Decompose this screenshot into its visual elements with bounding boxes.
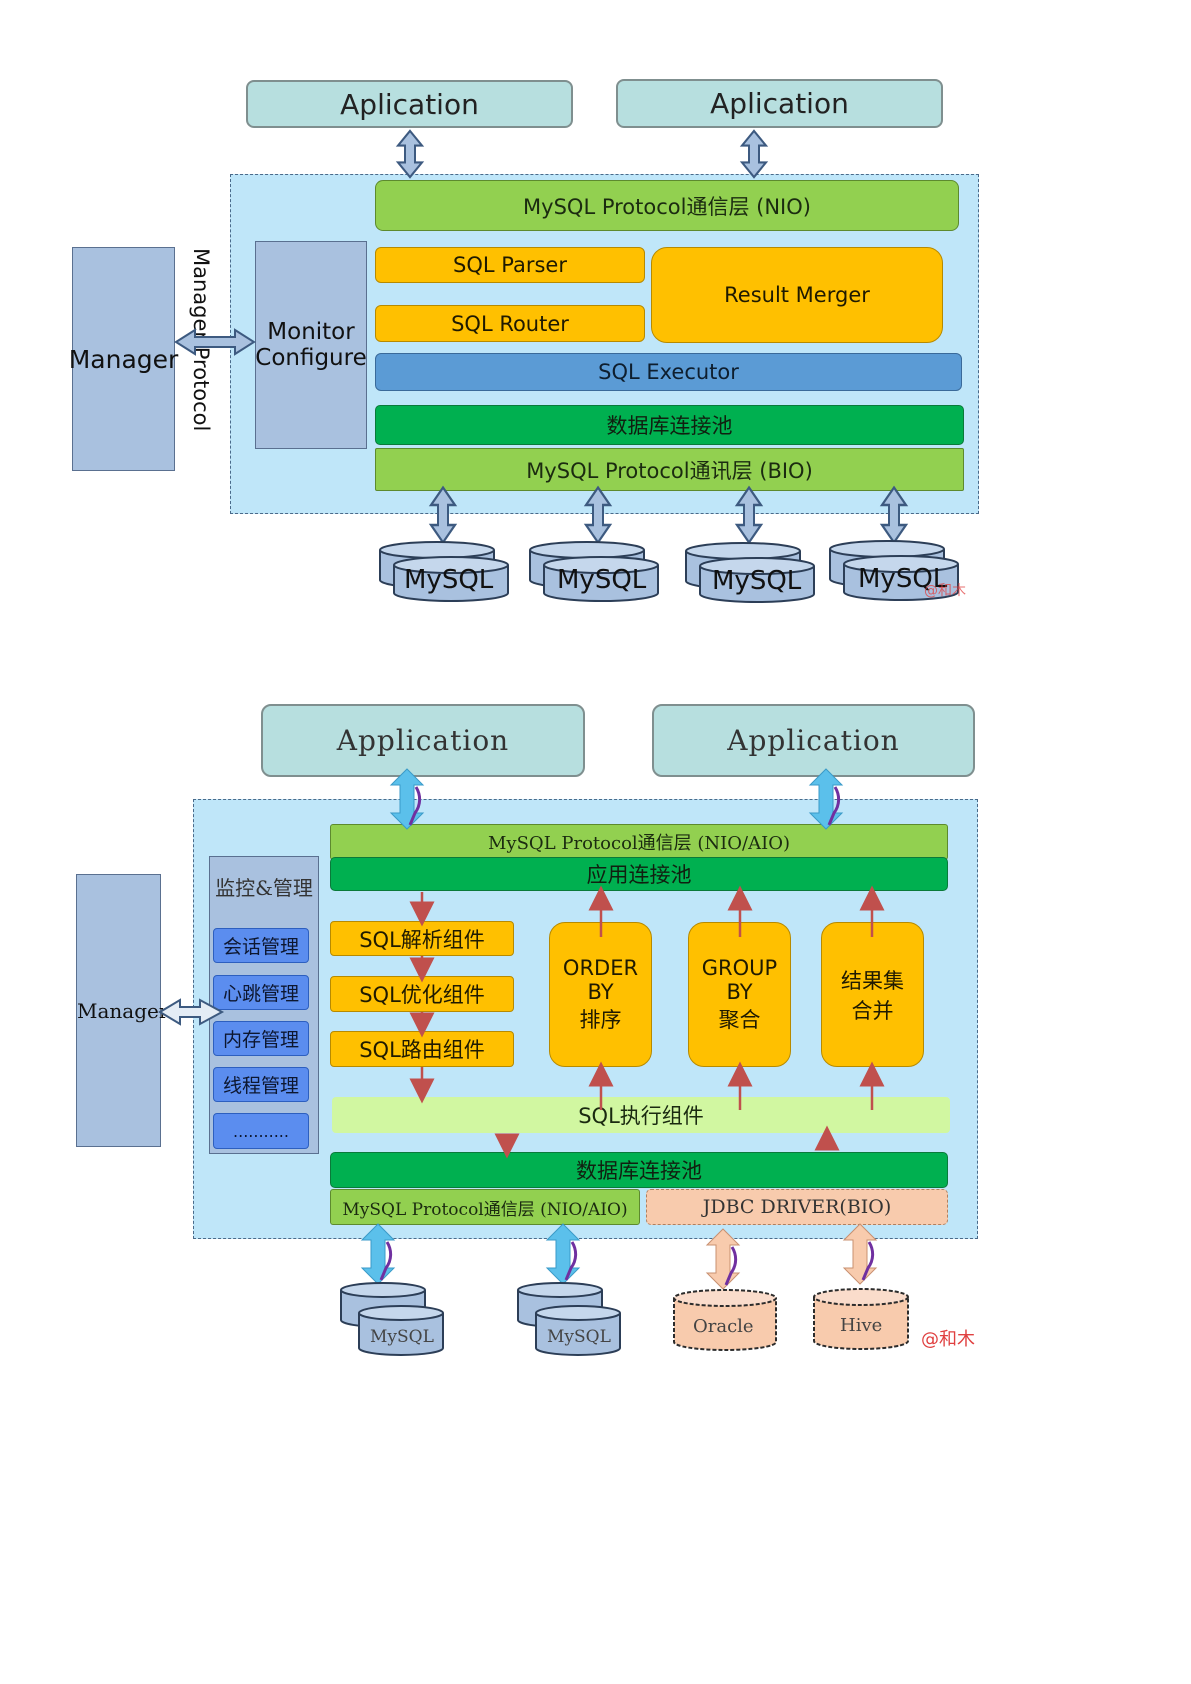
diagram1-db-pool: 数据库连接池 (375, 405, 964, 445)
diagram2-monitor-item-thread: 线程管理 (213, 1067, 309, 1102)
diagram2-sql-parse: SQL解析组件 (330, 921, 514, 956)
diagram1-sql-executor: SQL Executor (375, 353, 962, 391)
diagram2-sql-optimize: SQL优化组件 (330, 976, 514, 1012)
diagram2-mysql-db-1 (340, 1282, 444, 1356)
diagram2-db-label-hive: Hive (840, 1315, 883, 1336)
diagram1-bio-layer: MySQL Protocol通讯层 (BIO) (375, 448, 964, 491)
diagram2-sql-route-label: SQL路由组件 (359, 1038, 485, 1062)
diagram1-mysql-label-1: MySQL (404, 565, 494, 595)
diagram1-mysql-label-4: MySQL (858, 564, 948, 594)
diagram2-monitor-item-session: 会话管理 (213, 928, 309, 963)
diagram1-application-left: Aplication (246, 80, 573, 128)
diagram1-monitor-configure: Monitor Configure (255, 241, 367, 449)
diagram1-watermark: @和木 (924, 583, 966, 599)
diagram2-application-left-label: Application (336, 724, 510, 757)
diagram2-db-arrow-mysql-2 (545, 1222, 581, 1286)
diagram2-db-label-mysql-1: MySQL (370, 1327, 434, 1347)
diagram2-sql-exec-label: SQL执行组件 (578, 1104, 704, 1128)
diagram2-db-pool-label: 数据库连接池 (576, 1159, 702, 1183)
diagram1-application-right: Aplication (616, 79, 943, 128)
diagram2-manager-arrow (158, 998, 225, 1026)
diagram2-sql-optimize-label: SQL优化组件 (359, 983, 485, 1007)
diagram1-nio-layer: MySQL Protocol通信层 (NIO) (375, 180, 959, 231)
diagram2-group-by: GROUP BY 聚合 (688, 922, 791, 1067)
diagram2-mysql-db-2 (517, 1282, 621, 1356)
diagram2-jdbc-driver: JDBC DRIVER(BIO) (646, 1189, 948, 1225)
diagram2-sql-parse-label: SQL解析组件 (359, 927, 485, 952)
diagram2-application-right: Application (652, 704, 975, 777)
diagram1-sql-executor-label: SQL Executor (598, 360, 739, 384)
diagram1-bio-layer-label: MySQL Protocol通讯层 (BIO) (526, 458, 813, 483)
diagram2-db-arrow-oracle (705, 1227, 741, 1291)
diagram1-nio-layer-label: MySQL Protocol通信层 (NIO) (523, 194, 811, 219)
diagram1-mysql-db-2 (529, 541, 659, 602)
diagram1-manager-arrow (174, 328, 256, 356)
diagram1-manager-label: Manager (68, 344, 179, 374)
diagram1-db-pool-label: 数据库连接池 (606, 414, 733, 438)
diagram1-result-merger: Result Merger (651, 247, 943, 343)
diagram2-app-pool: 应用连接池 (330, 857, 948, 891)
diagram2-jdbc-driver-label: JDBC DRIVER(BIO) (702, 1196, 892, 1218)
diagram2-monitor-item-more: ........... (213, 1113, 309, 1149)
diagram2-monitor-title: 监控&管理 (215, 875, 313, 900)
diagram2-order-by-line2: 排序 (579, 1007, 622, 1032)
diagram2-application-left: Application (261, 704, 585, 777)
diagram1-mysql-label-3: MySQL (712, 566, 802, 596)
diagram2-bottom-nio-label: MySQL Protocol通信层 (NIO/AIO) (342, 1199, 628, 1220)
diagram2-watermark: @和木 (921, 1329, 975, 1350)
diagram2-application-right-label: Application (727, 724, 900, 757)
diagram1-manager: Manager (69, 247, 178, 471)
diagram1-monitor-line2: Configure (255, 345, 367, 371)
diagram2-order-by-line1: ORDER BY (562, 955, 639, 1004)
diagram2-app-arrow-right (808, 767, 844, 831)
diagram2-hive-db (813, 1288, 909, 1350)
diagram1-monitor-line1: Monitor (267, 319, 355, 345)
diagram1-sql-router: SQL Router (375, 305, 645, 342)
diagram1-sql-parser: SQL Parser (375, 247, 645, 283)
diagram1-result-merger-label: Result Merger (724, 283, 870, 307)
diagram2-monitor-item-heartbeat: 心跳管理 (213, 975, 309, 1010)
diagram2-sql-exec: SQL执行组件 (332, 1097, 950, 1133)
diagram2-result-merge-line1: 结果集 (841, 968, 904, 993)
diagram1-sql-parser-label: SQL Parser (453, 253, 567, 277)
diagram2-bottom-nio: MySQL Protocol通信层 (NIO/AIO) (330, 1189, 640, 1225)
diagram2-manager-label: Manager (77, 998, 169, 1023)
diagram2-app-arrow-left (389, 767, 425, 831)
diagram2-nio-layer-label: MySQL Protocol通信层 (NIO/AIO) (488, 833, 790, 854)
diagram2-db-pool: 数据库连接池 (330, 1152, 948, 1188)
diagram2-group-by-line1: GROUP BY (701, 955, 778, 1004)
diagram1-connectors (174, 129, 959, 603)
diagram1-application-right-label: Aplication (710, 87, 849, 120)
diagram2-group-by-line2: 聚合 (718, 1007, 761, 1032)
diagram2-result-merge-line2: 合并 (851, 998, 894, 1023)
diagram2-order-by: ORDER BY 排序 (549, 922, 652, 1067)
diagram1-sql-router-label: SQL Router (451, 311, 569, 336)
diagram2-db-arrow-mysql-1 (360, 1222, 396, 1286)
diagram2-monitor-item-memory: 内存管理 (213, 1021, 309, 1056)
diagram1-application-left-label: Aplication (340, 87, 479, 121)
diagram2-app-pool-label: 应用连接池 (586, 863, 692, 887)
diagram1-mysql-label-2: MySQL (557, 565, 647, 595)
diagram2-manager: Manager (76, 874, 168, 1147)
diagram2-db-label-oracle: Oracle (693, 1316, 754, 1337)
diagram1-mysql-db-4 (829, 540, 959, 601)
diagram2-db-arrow-hive (842, 1222, 878, 1286)
diagram2-db-label-mysql-2: MySQL (547, 1327, 611, 1347)
diagram1-mysql-db-3 (685, 542, 815, 603)
diagram1-mysql-db-1 (379, 541, 509, 602)
diagram2-oracle-db (673, 1289, 777, 1351)
